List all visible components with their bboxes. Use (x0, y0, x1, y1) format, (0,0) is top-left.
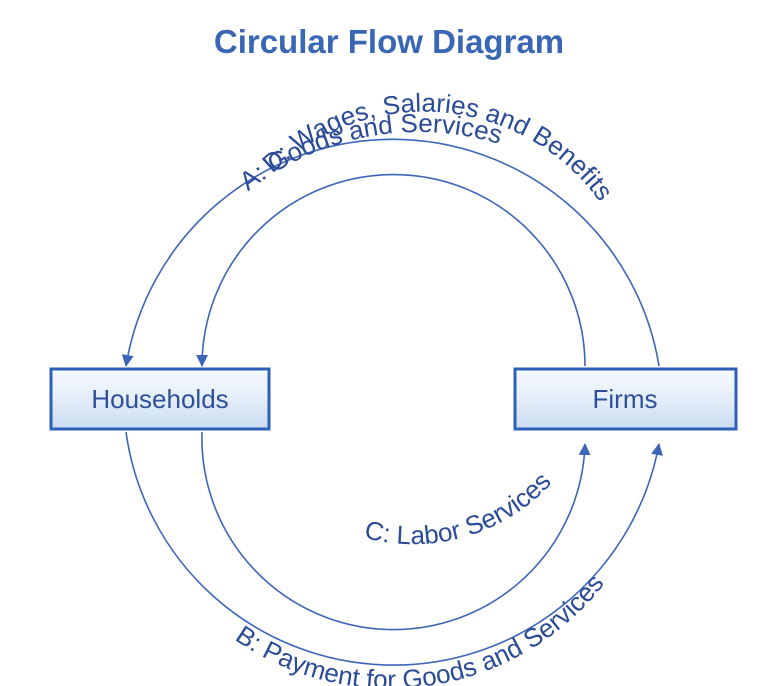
flow-d-label: D: Wages, Salaries and Benefits (256, 88, 619, 206)
firms-node: Firms (513, 367, 738, 431)
firms-label: Firms (593, 384, 658, 414)
flow-a-arrow (121, 138, 660, 367)
flow-c-arrow (201, 431, 591, 631)
flow-b-arrow (125, 431, 663, 666)
flow-d-arrow (196, 173, 586, 367)
households-label: Households (91, 384, 228, 414)
flow-c-label: C: Labor Services (362, 466, 557, 550)
households-node: Households (49, 367, 271, 431)
diagram-title: Circular Flow Diagram (213, 23, 565, 60)
